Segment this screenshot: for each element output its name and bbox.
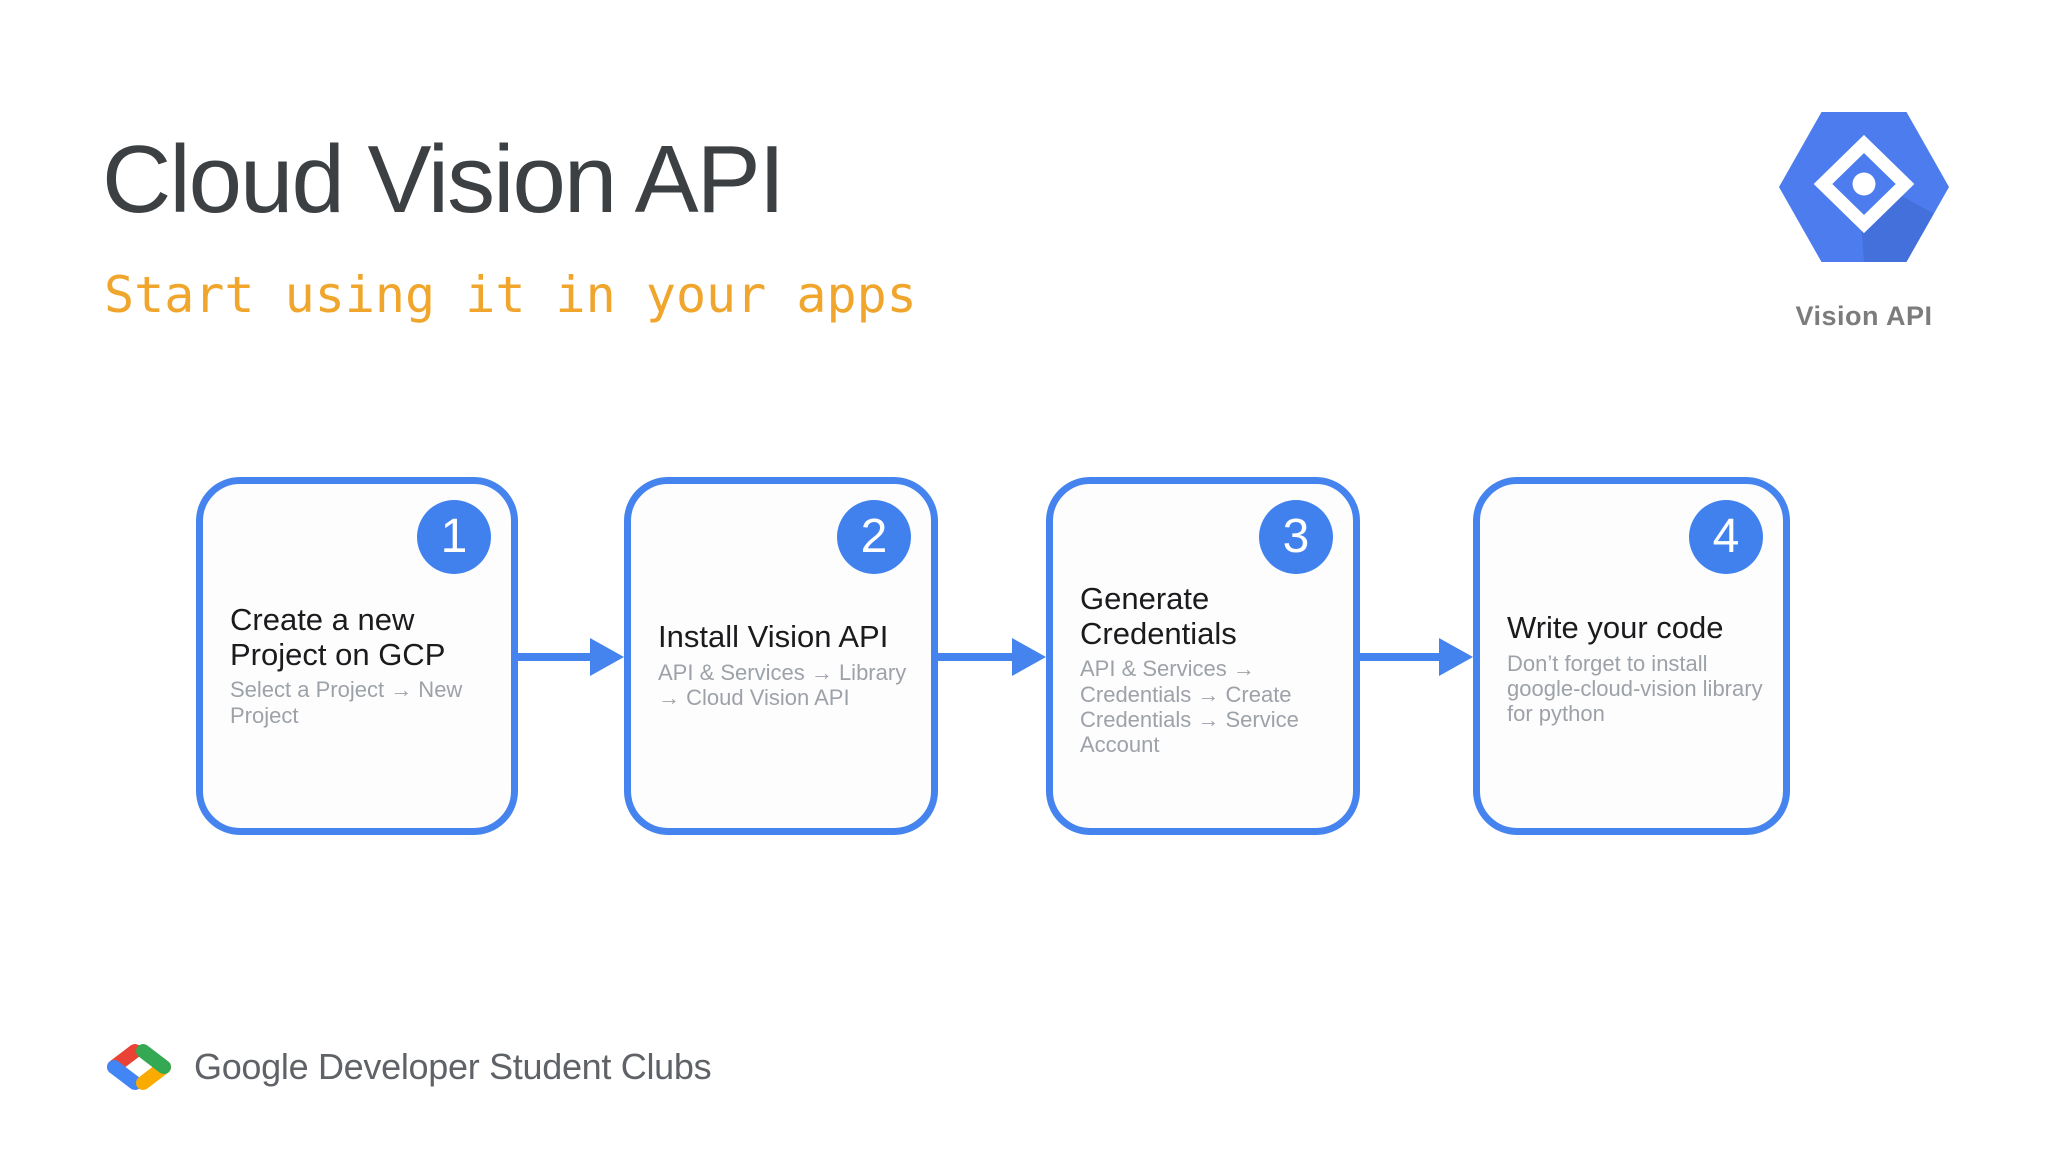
step-text-block: Install Vision API API & Services → Libr…	[658, 619, 917, 710]
step-card-2: 2 Install Vision API API & Services → Li…	[624, 477, 938, 835]
step-number-badge: 1	[417, 500, 491, 574]
step-title: Create a new Project on GCP	[230, 602, 446, 672]
step-title: Generate Credentials	[1080, 581, 1237, 651]
vision-api-hexagon-icon	[1779, 112, 1949, 262]
step-subtitle: API & Services → Library → Cloud Vision …	[658, 659, 907, 710]
step-subtitle: Don’t forget to install google-cloud-vis…	[1507, 650, 1763, 726]
step-text-block: Generate Credentials API & Services → Cr…	[1080, 581, 1339, 757]
right-arrow-icon	[1360, 638, 1473, 676]
step-number-badge: 3	[1259, 500, 1333, 574]
step-card-3: 3 Generate Credentials API & Services → …	[1046, 477, 1360, 835]
vision-api-logo-label: Vision API	[1795, 301, 1933, 331]
step-text-block: Create a new Project on GCP Select a Pro…	[230, 602, 497, 728]
right-arrow-icon	[518, 638, 624, 676]
step-text-block: Write your code Don’t forget to install …	[1507, 610, 1769, 726]
right-arrow-icon	[938, 638, 1046, 676]
step-subtitle: API & Services → Credentials → Create Cr…	[1080, 656, 1299, 757]
step-title: Install Vision API	[658, 619, 889, 654]
vision-api-logo: Vision API	[1779, 112, 1949, 332]
step-number-badge: 4	[1689, 500, 1763, 574]
footer-brand: Google Developer Student Clubs	[102, 1038, 712, 1096]
step-number-badge: 2	[837, 500, 911, 574]
page-subtitle: Start using it in your apps	[104, 266, 917, 324]
step-card-1: 1 Create a new Project on GCP Select a P…	[196, 477, 518, 835]
gdsc-brackets-icon	[107, 1044, 171, 1090]
step-subtitle: Select a Project → New Project	[230, 677, 463, 728]
page-title: Cloud Vision API	[102, 126, 785, 233]
footer-brand-text: Google Developer Student Clubs	[194, 1046, 712, 1087]
step-card-4: 4 Write your code Don’t forget to instal…	[1473, 477, 1790, 835]
step-title: Write your code	[1507, 610, 1724, 645]
